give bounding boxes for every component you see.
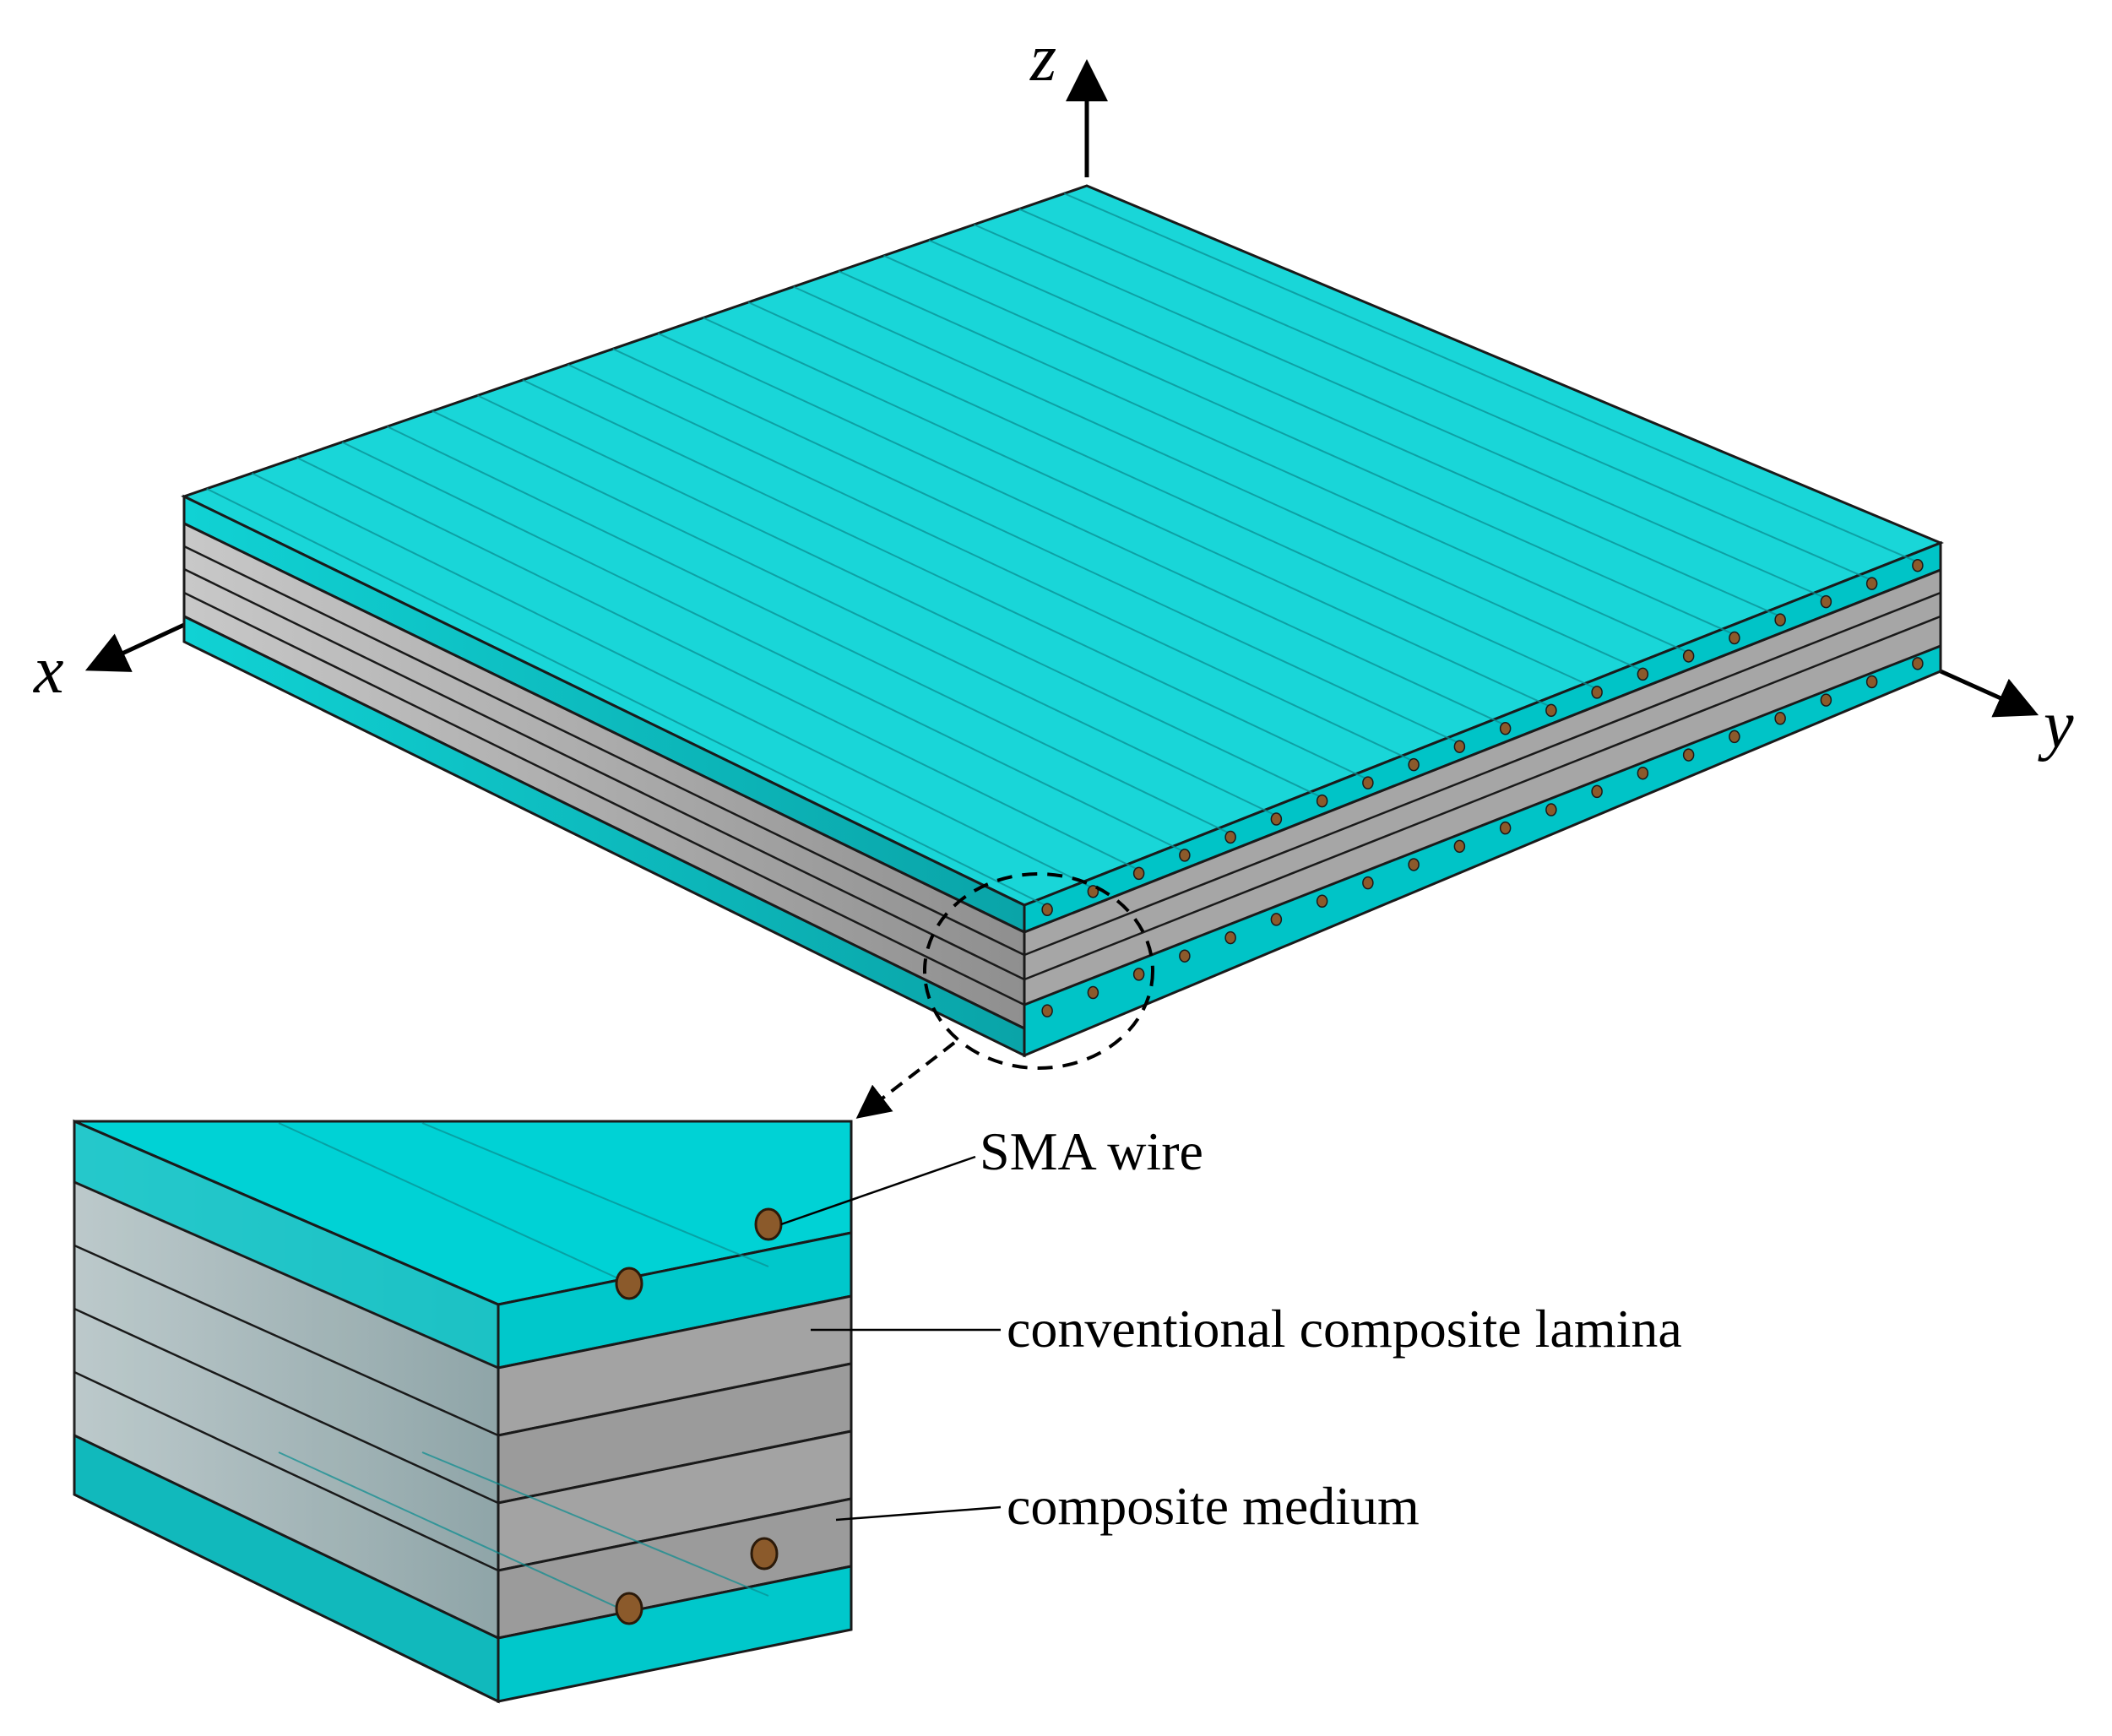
sma-wire-trace <box>432 410 1277 816</box>
inset-sma-wire <box>754 1207 783 1241</box>
sma-wire-trace <box>1063 193 1919 563</box>
sma-wire-dot <box>1820 594 1832 609</box>
y-axis-arrow <box>1939 669 2039 718</box>
sma-wire-dot <box>1637 667 1649 681</box>
inset-front-bottom-medium <box>497 1565 853 1703</box>
sma-wire-dot <box>1499 821 1512 835</box>
sma-wire-trace <box>206 487 1048 908</box>
sma-wire-dot <box>1774 712 1786 725</box>
sma-wire-leader <box>780 1155 976 1226</box>
sma-wire-trace <box>387 426 1231 835</box>
inset-sma-wire <box>615 1267 643 1300</box>
sma-wire-dot <box>1132 866 1145 881</box>
sma-wire-trace <box>973 224 1827 599</box>
sma-wire-dot <box>1912 657 1924 670</box>
sma-wire-dot <box>1179 849 1191 862</box>
sma-wire-traces <box>206 193 1919 908</box>
sma-wire-dot <box>1865 577 1878 590</box>
sma-wire-dot <box>1087 985 1099 1000</box>
sma-wire-trace <box>703 317 1552 708</box>
sma-wire-row-top <box>1041 558 1924 917</box>
conventional-lamina-label: conventional composite lamina <box>1007 1299 1682 1359</box>
laminate-plate <box>181 184 1944 1058</box>
sma-wire-dot <box>1499 722 1512 735</box>
plate-right-face-bottom-medium <box>1023 643 1942 1058</box>
z-axis-label: z <box>1029 21 1056 95</box>
sma-wire-dot <box>1865 675 1878 689</box>
sma-wire-dot <box>1362 876 1374 890</box>
inset-left-layer-lines <box>73 1180 499 1640</box>
sma-wire-dot <box>1774 613 1786 627</box>
sma-wire-trace <box>567 363 1414 762</box>
sma-wire-dot <box>1912 558 1924 572</box>
sma-wire-dot <box>1591 686 1603 699</box>
right-face-lamina-lines <box>1023 591 1941 981</box>
x-axis-label: x <box>33 633 64 708</box>
sma-wire-trace <box>251 472 1094 889</box>
sma-wire-dot <box>1545 803 1557 816</box>
sma-wire-dot <box>1408 858 1420 871</box>
sma-wire-dot <box>1041 903 1053 917</box>
sma-wire-dot <box>1362 776 1374 789</box>
composite-medium-label: composite medium <box>1007 1476 1420 1536</box>
sma-wire-dot <box>1453 839 1466 854</box>
inset-sma-wire <box>615 1592 643 1625</box>
inset-wire-traces <box>278 1122 769 1614</box>
callouts: SMA wire conventional composite lamina c… <box>780 1121 1682 1536</box>
detail-inset <box>73 1119 853 1704</box>
sma-wire-dot <box>1453 740 1466 753</box>
sma-wire-dot <box>1041 1004 1053 1017</box>
sma-wire-dot <box>1224 930 1236 945</box>
plate-top-face <box>181 184 1944 907</box>
sma-wire-dot <box>1591 784 1603 799</box>
sma-wire-trace <box>341 441 1186 853</box>
sma-wire-trace <box>476 394 1323 799</box>
sma-wire-dot <box>1637 766 1649 780</box>
sma-wire-dot <box>1316 894 1328 909</box>
inset-sma-wire <box>750 1537 779 1571</box>
sma-wire-dot <box>1224 830 1236 844</box>
sma-wire-trace <box>928 239 1781 617</box>
sma-wire-dot <box>1179 949 1191 963</box>
y-axis-label: y <box>2038 688 2074 762</box>
sma-wire-dot <box>1729 631 1740 645</box>
coordinate-axes: z x y <box>33 21 2074 762</box>
sma-wire-label: SMA wire <box>980 1121 1203 1181</box>
sma-wire-trace <box>612 348 1460 745</box>
sma-wire-trace <box>883 254 1735 636</box>
zoom-pointer-arrow <box>855 1041 956 1119</box>
sma-wire-dot <box>1682 649 1695 663</box>
sma-wire-row-bottom <box>1041 657 1924 1017</box>
sma-wire-dot <box>1729 730 1740 744</box>
sma-wire-trace <box>296 457 1140 871</box>
sma-wire-dot <box>1682 748 1695 762</box>
sma-wire-trace <box>793 285 1643 672</box>
sma-wire-trace <box>1018 208 1873 582</box>
sma-wire-dot <box>1270 913 1283 926</box>
composite-medium-leader <box>835 1505 1002 1522</box>
zoom-highlight-circle <box>923 872 1154 1070</box>
x-axis-arrow <box>84 622 186 672</box>
sma-wire-dot <box>1316 794 1328 808</box>
sma-wire-trace <box>838 270 1690 654</box>
sma-wire-dot <box>1408 757 1420 772</box>
sma-wire-trace <box>522 379 1369 781</box>
sma-wire-dot <box>1545 703 1557 718</box>
left-face-lamina-lines <box>183 545 1025 1006</box>
sma-wire-dot <box>1132 968 1145 981</box>
sma-wire-trace <box>657 332 1507 726</box>
sma-wire-trace <box>747 301 1598 690</box>
sma-wire-dot <box>1820 693 1832 707</box>
sma-wire-dot <box>1270 812 1283 826</box>
